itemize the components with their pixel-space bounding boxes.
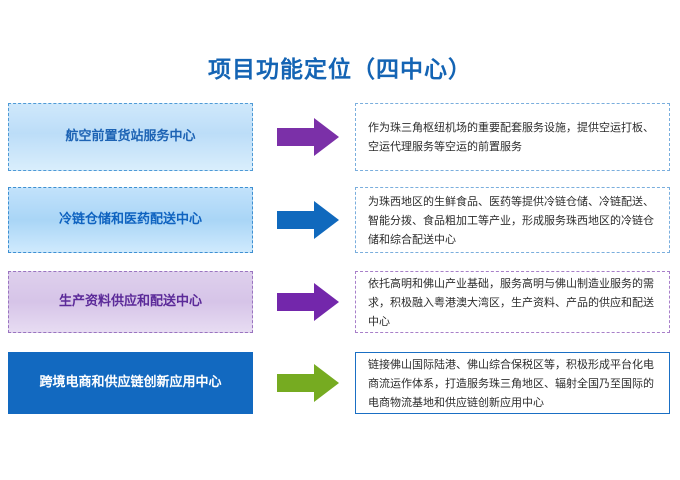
center-box-production-materials[interactable]: 生产资料供应和配送中心 [8, 271, 253, 333]
description-text: 作为珠三角枢纽机场的重要配套服务设施，提供空运打板、空运代理服务等空运的前置服务 [368, 121, 654, 153]
arrow-right-blue-icon [277, 200, 339, 240]
center-box-aviation[interactable]: 航空前置货站服务中心 [8, 103, 253, 171]
description-panel-aviation: 作为珠三角枢纽机场的重要配套服务设施，提供空运打板、空运代理服务等空运的前置服务 [355, 103, 670, 171]
center-row: 生产资料供应和配送中心 依托高明和佛山产业基础，服务高明与佛山制造业服务的需求，… [0, 271, 680, 333]
center-box-label: 冷链仓储和医药配送中心 [58, 212, 202, 227]
description-text: 链接佛山国际陆港、佛山综合保税区等，积极形成平台化电商流运作体系，打造服务珠三角… [368, 357, 654, 409]
description-text: 为珠西地区的生鲜食品、医药等提供冷链仓储、冷链配送、智能分拨、食品粗加工等产业，… [368, 194, 654, 246]
page-title: 项目功能定位（四中心） [208, 57, 472, 83]
arrow-right-green-icon [277, 363, 339, 403]
description-panel-coldchain: 为珠西地区的生鲜食品、医药等提供冷链仓储、冷链配送、智能分拨、食品粗加工等产业，… [355, 187, 670, 253]
center-box-cross-border-ecommerce[interactable]: 跨境电商和供应链创新应用中心 [8, 352, 253, 414]
center-box-label: 跨境电商和供应链创新应用中心 [39, 375, 222, 390]
arrow-right-violet-icon [277, 282, 339, 322]
arrow-right-purple-icon [277, 117, 339, 157]
center-row: 跨境电商和供应链创新应用中心 链接佛山国际陆港、佛山综合保税区等，积极形成平台化… [0, 352, 680, 414]
description-panel-production-materials: 依托高明和佛山产业基础，服务高明与佛山制造业服务的需求，积极融入粤港澳大湾区，生… [355, 271, 670, 333]
center-row: 航空前置货站服务中心 作为珠三角枢纽机场的重要配套服务设施，提供空运打板、空运代… [0, 103, 680, 171]
description-text: 依托高明和佛山产业基础，服务高明与佛山制造业服务的需求，积极融入粤港澳大湾区，生… [368, 276, 654, 328]
center-box-label: 航空前置货站服务中心 [65, 129, 196, 144]
description-panel-cross-border-ecommerce: 链接佛山国际陆港、佛山综合保税区等，积极形成平台化电商流运作体系，打造服务珠三角… [355, 352, 670, 414]
center-box-label: 生产资料供应和配送中心 [58, 294, 202, 309]
center-row: 冷链仓储和医药配送中心 为珠西地区的生鲜食品、医药等提供冷链仓储、冷链配送、智能… [0, 187, 680, 253]
center-box-coldchain[interactable]: 冷链仓储和医药配送中心 [8, 187, 253, 253]
